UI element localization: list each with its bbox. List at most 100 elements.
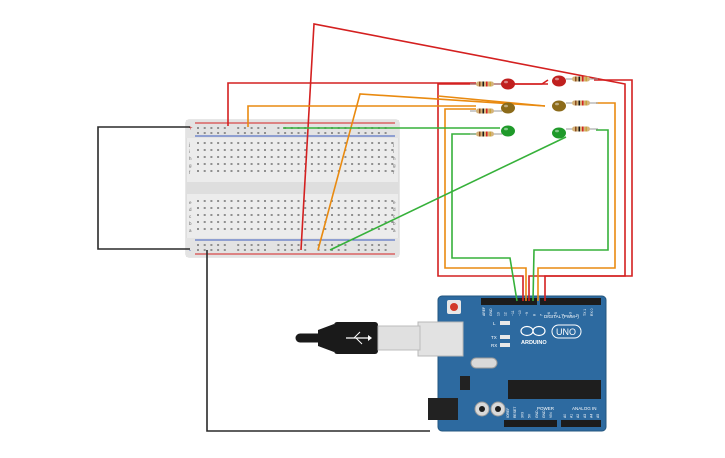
breadboard-hole[interactable] <box>203 200 206 202</box>
breadboard-hole[interactable] <box>384 156 387 158</box>
rail-hole[interactable] <box>284 244 287 246</box>
breadboard-hole[interactable] <box>344 142 347 144</box>
breadboard-hole[interactable] <box>344 207 347 209</box>
rail-hole[interactable] <box>384 132 387 134</box>
breadboard-hole[interactable] <box>377 149 380 151</box>
breadboard-hole[interactable] <box>284 156 287 158</box>
resistor[interactable] <box>572 76 590 82</box>
breadboard-hole[interactable] <box>250 228 253 230</box>
rail-hole[interactable] <box>250 249 253 251</box>
rail-hole[interactable] <box>203 249 206 251</box>
rail-hole[interactable] <box>331 244 333 246</box>
breadboard-hole[interactable] <box>257 163 260 165</box>
rail-hole[interactable] <box>223 132 226 134</box>
breadboard-hole[interactable] <box>351 228 354 230</box>
breadboard-hole[interactable] <box>344 163 347 165</box>
breadboard-hole[interactable] <box>351 221 354 223</box>
breadboard-hole[interactable] <box>310 163 313 165</box>
breadboard-hole[interactable] <box>324 170 327 172</box>
breadboard-hole[interactable] <box>331 207 333 209</box>
breadboard-hole[interactable] <box>357 200 360 202</box>
breadboard-hole[interactable] <box>203 142 206 144</box>
breadboard-hole[interactable] <box>364 200 367 202</box>
breadboard-hole[interactable] <box>384 228 387 230</box>
breadboard-hole[interactable] <box>257 142 260 144</box>
rail-hole[interactable] <box>203 244 206 246</box>
breadboard-hole[interactable] <box>304 142 307 144</box>
rail-hole[interactable] <box>210 127 213 129</box>
breadboard-hole[interactable] <box>351 149 354 151</box>
breadboard-hole[interactable] <box>250 207 253 209</box>
breadboard-hole[interactable] <box>284 170 287 172</box>
wire-black-ground[interactable] <box>206 250 430 432</box>
rail-hole[interactable] <box>197 244 199 246</box>
breadboard-hole[interactable] <box>304 221 307 223</box>
breadboard-hole[interactable] <box>391 200 394 202</box>
breadboard-hole[interactable] <box>337 200 340 202</box>
breadboard-hole[interactable] <box>297 200 300 202</box>
breadboard-hole[interactable] <box>230 156 233 158</box>
breadboard-hole[interactable] <box>317 207 320 209</box>
breadboard-hole[interactable] <box>250 163 253 165</box>
rail-hole[interactable] <box>277 132 280 134</box>
breadboard-hole[interactable] <box>223 142 226 144</box>
breadboard-hole[interactable] <box>357 207 360 209</box>
breadboard-hole[interactable] <box>297 214 300 216</box>
breadboard-hole[interactable] <box>257 156 260 158</box>
breadboard-hole[interactable] <box>264 163 266 165</box>
breadboard-hole[interactable] <box>230 170 233 172</box>
breadboard-hole[interactable] <box>351 207 354 209</box>
breadboard-hole[interactable] <box>391 170 394 172</box>
breadboard-hole[interactable] <box>377 228 380 230</box>
rail-hole[interactable] <box>264 244 266 246</box>
breadboard-hole[interactable] <box>210 207 213 209</box>
rail-hole[interactable] <box>297 132 300 134</box>
rail-hole[interactable] <box>317 132 320 134</box>
breadboard-hole[interactable] <box>210 149 213 151</box>
breadboard-hole[interactable] <box>391 221 394 223</box>
breadboard-hole[interactable] <box>210 170 213 172</box>
breadboard-hole[interactable] <box>351 163 354 165</box>
breadboard-hole[interactable] <box>243 170 246 172</box>
breadboard-hole[interactable] <box>391 214 394 216</box>
rail-hole[interactable] <box>217 127 220 129</box>
rail-hole[interactable] <box>223 249 226 251</box>
breadboard-hole[interactable] <box>371 207 374 209</box>
breadboard-hole[interactable] <box>317 149 320 151</box>
breadboard-hole[interactable] <box>217 156 220 158</box>
breadboard-hole[interactable] <box>230 163 233 165</box>
breadboard-hole[interactable] <box>243 207 246 209</box>
breadboard-hole[interactable] <box>277 156 280 158</box>
breadboard-hole[interactable] <box>223 149 226 151</box>
breadboard-hole[interactable] <box>237 200 240 202</box>
breadboard-hole[interactable] <box>391 207 394 209</box>
breadboard-hole[interactable] <box>237 207 240 209</box>
rail-hole[interactable] <box>371 249 374 251</box>
breadboard-hole[interactable] <box>257 228 260 230</box>
breadboard-hole[interactable] <box>371 170 374 172</box>
breadboard-hole[interactable] <box>210 228 213 230</box>
breadboard-hole[interactable] <box>243 221 246 223</box>
rail-hole[interactable] <box>371 244 374 246</box>
rail-hole[interactable] <box>243 249 246 251</box>
rail-hole[interactable] <box>237 244 240 246</box>
breadboard-hole[interactable] <box>384 149 387 151</box>
rail-hole[interactable] <box>344 244 347 246</box>
breadboard-hole[interactable] <box>357 221 360 223</box>
rail-hole[interactable] <box>304 249 307 251</box>
breadboard-hole[interactable] <box>290 214 293 216</box>
breadboard-hole[interactable] <box>297 221 300 223</box>
breadboard-hole[interactable] <box>304 149 307 151</box>
rail-hole[interactable] <box>210 244 213 246</box>
rail-hole[interactable] <box>290 249 293 251</box>
breadboard-hole[interactable] <box>310 142 313 144</box>
breadboard-hole[interactable] <box>357 149 360 151</box>
led-yellow[interactable] <box>501 102 515 114</box>
rail-hole[interactable] <box>203 132 206 134</box>
wire-green-resistor[interactable] <box>532 129 609 302</box>
breadboard-hole[interactable] <box>270 221 273 223</box>
breadboard-hole[interactable] <box>223 221 226 223</box>
breadboard-hole[interactable] <box>243 142 246 144</box>
breadboard-hole[interactable] <box>310 207 313 209</box>
